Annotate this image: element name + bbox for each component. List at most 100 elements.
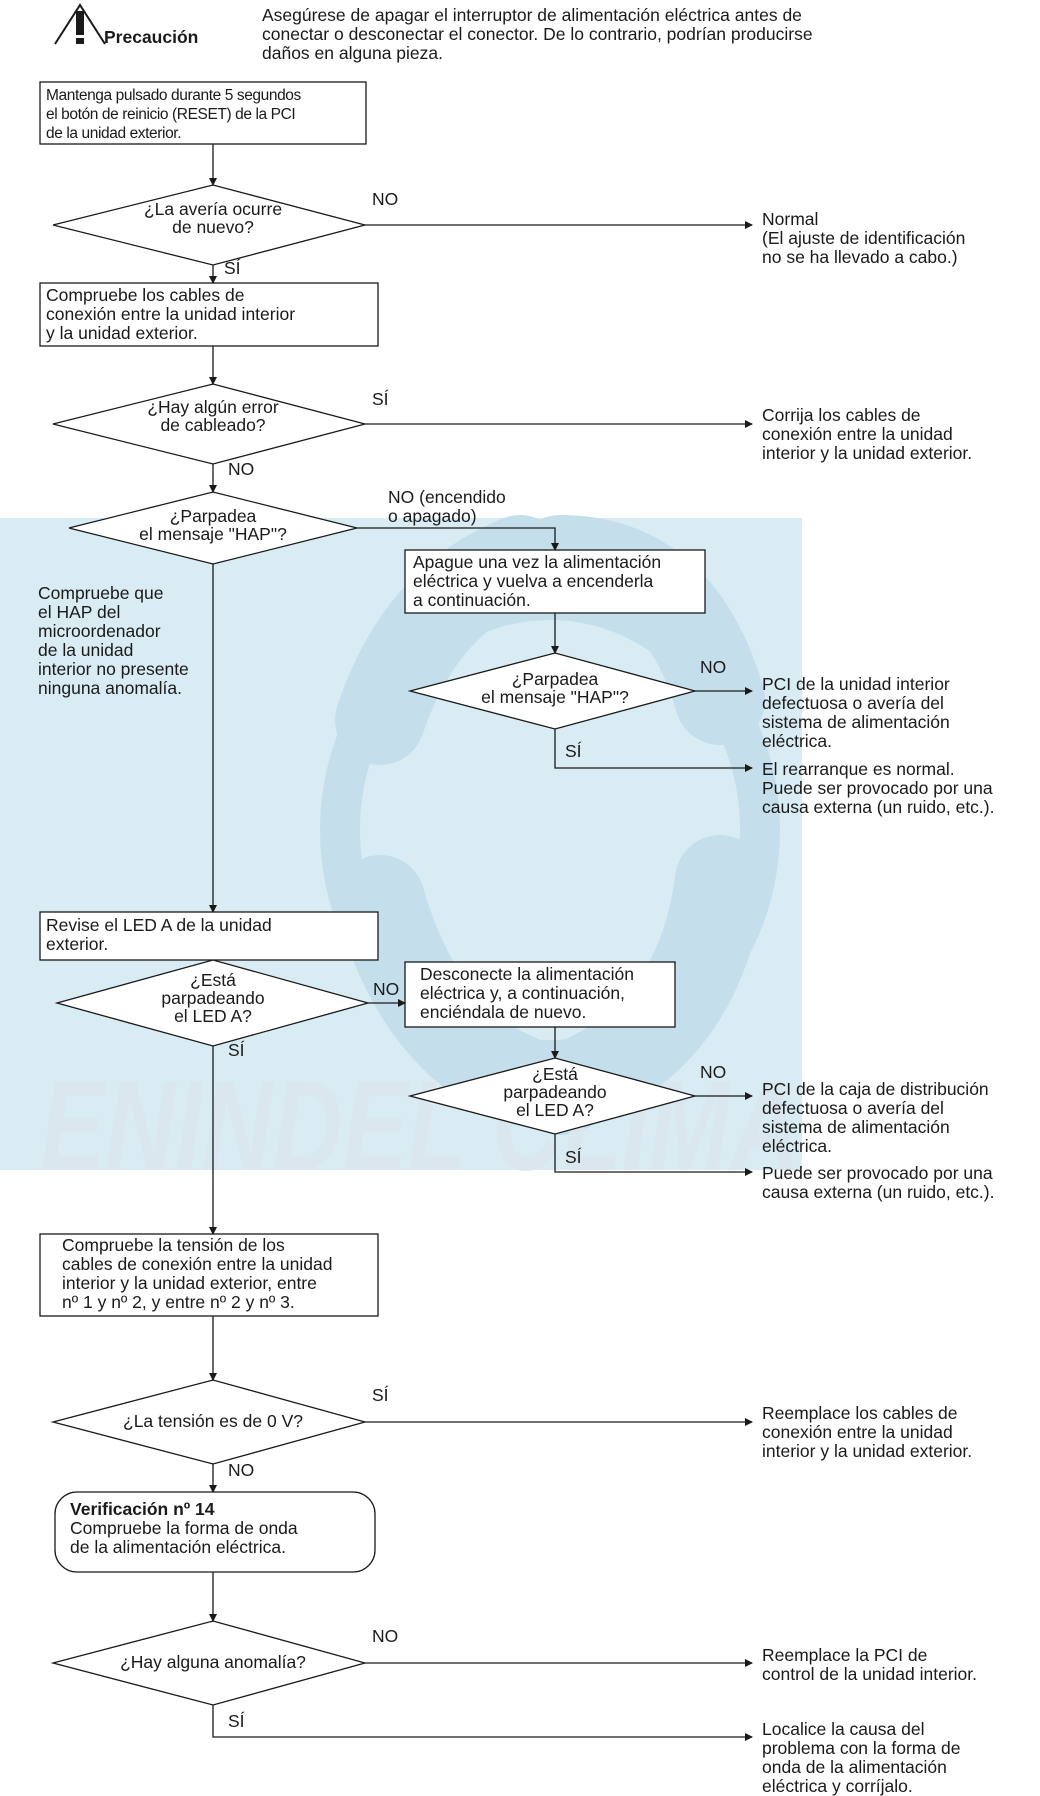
q2-yes-label: SÍ	[372, 389, 389, 409]
caution-text-line-3: daños en alguna pieza.	[262, 43, 443, 63]
step4-line-1: Revise el LED A de la unidad	[46, 915, 272, 935]
q8-line-1: ¿Hay alguna anomalía?	[120, 1652, 306, 1672]
q7-result-line-3: interior y la unidad exterior.	[762, 1441, 973, 1461]
q3-note-line-4: de la unidad	[38, 640, 134, 660]
q8-yes-result-line-2: problema con la forma de	[762, 1738, 961, 1758]
q6-yes-result-line-1: Puede ser provocado por una	[762, 1163, 993, 1183]
q2-result-line-3: interior y la unidad exterior.	[762, 443, 973, 463]
q6-no-result-line-4: eléctrica.	[762, 1136, 833, 1156]
q3-line-1: ¿Parpadea	[169, 506, 257, 526]
caution-label: Precaución	[104, 27, 199, 47]
q8-yes-result-line-4: eléctrica y corríjalo.	[762, 1776, 913, 1796]
q5-line-3: el LED A?	[174, 1006, 252, 1026]
q5-no-label: NO	[373, 979, 400, 999]
q4-no-result-line-3: sistema de alimentación	[762, 712, 950, 732]
step5-box	[404, 961, 676, 1028]
q1-result-line-1: Normal	[762, 209, 819, 229]
step1-box	[39, 81, 367, 145]
q8-yes-result-line-3: onda de la alimentación	[762, 1757, 947, 1777]
step4-box	[39, 911, 379, 961]
watermark-text: ENINDEL CLIMA	[40, 1055, 800, 1198]
step7-line-2: de la alimentación eléctrica.	[70, 1537, 286, 1557]
step2-line-3: y la unidad exterior.	[46, 323, 198, 343]
q3-no-label-line-1: NO (encendido	[388, 487, 506, 507]
q3-note-line-2: el HAP del	[38, 602, 121, 622]
q1-no-label: NO	[372, 189, 399, 209]
q4-yes-result-line-2: Puede ser provocado por una	[762, 778, 993, 798]
q2-no-label: NO	[228, 459, 255, 479]
caution-text-line-2: conectar o desconectar el conector. De l…	[262, 24, 813, 44]
q6-line-3: el LED A?	[516, 1100, 594, 1120]
connector	[554, 729, 753, 772]
step6-line-4: nº 1 y nº 2, y entre nº 2 y nº 3.	[62, 1292, 295, 1312]
step1-line-2: el botón de reinicio (RESET) de la PCI	[46, 106, 296, 123]
q7-no-label: NO	[228, 1460, 255, 1480]
step7-title: Verificación nº 14	[70, 1499, 215, 1519]
q7-line-1: ¿La tensión es de 0 V?	[123, 1411, 303, 1431]
q3-note-line-1: Compruebe que	[38, 583, 164, 603]
q2-line-2: de cableado?	[160, 415, 266, 435]
step5-line-2: eléctrica y, a continuación,	[420, 983, 625, 1003]
q7-result-line-1: Reemplace los cables de	[762, 1403, 958, 1423]
q3-note-line-3: microordenador	[38, 621, 161, 641]
q6-no-result-line-2: defectuosa o avería del	[762, 1098, 944, 1118]
q4-no-result-line-4: eléctrica.	[762, 731, 833, 751]
q7-result-line-2: conexión entre la unidad	[762, 1422, 953, 1442]
q4-line-1: ¿Parpadea	[511, 669, 599, 689]
q5-line-1: ¿Está	[190, 970, 236, 990]
q8-no-result-line-1: Reemplace la PCI de	[762, 1645, 928, 1665]
step6-line-2: cables de conexión entre la unidad	[62, 1254, 333, 1274]
q6-yes-result-line-2: causa externa (un ruido, etc.).	[762, 1182, 995, 1202]
q1-result-line-2: (El ajuste de identificación	[762, 228, 966, 248]
connector	[357, 527, 559, 551]
q8-no-label: NO	[372, 1626, 399, 1646]
step5-line-3: enciéndala de nuevo.	[420, 1002, 587, 1022]
q2-result-line-2: conexión entre la unidad	[762, 424, 953, 444]
q8-yes-result-line-1: Localice la causa del	[762, 1719, 925, 1739]
q4-yes-label: SÍ	[565, 741, 582, 761]
step6-box	[39, 1233, 379, 1317]
q4-yes-result-line-1: El rearranque es normal.	[762, 759, 955, 779]
q6-line-2: parpadeando	[503, 1082, 607, 1102]
step7-line-1: Compruebe la forma de onda	[70, 1518, 298, 1538]
q1-line-2: de nuevo?	[172, 217, 254, 237]
q3-note-line-5: interior no presente	[38, 659, 189, 679]
caution-text-line-1: Asegúrese de apagar el interruptor de al…	[262, 5, 802, 25]
q4-line-2: el mensaje "HAP"?	[481, 687, 629, 707]
q6-no-label: NO	[700, 1062, 727, 1082]
q2-result-line-1: Corrija los cables de	[762, 405, 921, 425]
q6-no-result-line-1: PCI de la caja de distribución	[762, 1079, 989, 1099]
q6-no-result-line-3: sistema de alimentación	[762, 1117, 950, 1137]
step3-line-1: Apague una vez la alimentación	[413, 552, 662, 572]
q1-yes-label: SÍ	[224, 258, 241, 278]
step2-line-2: conexión entre la unidad interior	[46, 304, 296, 324]
warning-triangle-icon	[54, 3, 106, 45]
step3-box	[404, 549, 706, 614]
q2-line-1: ¿Hay algún error	[147, 397, 279, 417]
step4-line-2: exterior.	[46, 934, 109, 954]
q5-yes-label: SÍ	[228, 1040, 245, 1060]
connector	[554, 1134, 753, 1176]
step2-box	[39, 282, 379, 347]
step6-line-1: Compruebe la tensión de los	[62, 1235, 285, 1255]
q3-note-line-6: ninguna anomalía.	[38, 678, 182, 698]
q4-no-result-line-1: PCI de la unidad interior	[762, 674, 950, 694]
connector	[212, 1705, 753, 1741]
step3-line-2: eléctrica y vuelva a encenderla	[413, 571, 654, 591]
q7-yes-label: SÍ	[372, 1385, 389, 1405]
q8-yes-label: SÍ	[228, 1711, 245, 1731]
step5-line-1: Desconecte la alimentación	[420, 964, 635, 984]
step6-line-3: interior y la unidad exterior, entre	[62, 1273, 317, 1293]
step1-line-1: Mantenga pulsado durante 5 segundos	[46, 87, 301, 104]
q8-no-result-line-2: control de la unidad interior.	[762, 1664, 977, 1684]
q6-line-1: ¿Está	[532, 1064, 578, 1084]
step1-line-3: de la unidad exterior.	[46, 125, 182, 142]
step3-line-3: a continuación.	[413, 590, 531, 610]
q4-yes-result-line-3: causa externa (un ruido, etc.).	[762, 797, 995, 817]
q4-no-label: NO	[700, 657, 727, 677]
q1-line-1: ¿La avería ocurre	[143, 199, 283, 219]
step2-line-1: Compruebe los cables de	[46, 285, 245, 305]
q3-no-label-line-2: o apagado)	[388, 506, 477, 526]
q1-result-line-3: no se ha llevado a cabo.)	[762, 247, 958, 267]
q3-line-2: el mensaje "HAP"?	[139, 524, 287, 544]
